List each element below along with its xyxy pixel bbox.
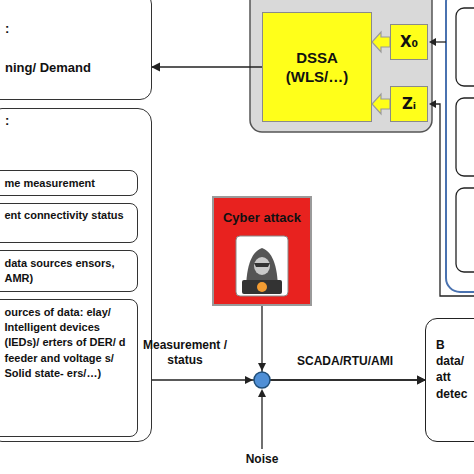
node-text: Zᵢ <box>402 95 416 113</box>
connector-arrow <box>152 66 262 67</box>
panel-box <box>456 8 474 86</box>
arrow-head <box>245 376 253 384</box>
dssa-container <box>250 0 432 132</box>
source-box: data sources ensors, AMR) <box>0 250 138 292</box>
node-text: B data/ att detec <box>436 337 467 402</box>
detection-box: B data/ att detec <box>425 318 474 442</box>
node-text: data sources ensors, AMR) <box>5 256 131 287</box>
source-box: ent connectivity status <box>0 203 138 243</box>
data-sources-panel: : me measurement ent connectivity status da… <box>0 108 152 442</box>
noise-line <box>261 396 262 449</box>
arrow-head <box>258 363 266 371</box>
source-box: me measurement <box>0 170 138 196</box>
feedback-line <box>434 104 474 296</box>
node-text: DSSA (WLS/…) <box>286 48 348 87</box>
signal-label: Measurement / status <box>135 338 235 368</box>
hacker-hood <box>246 248 278 292</box>
state-input-box: X₀ <box>390 24 428 60</box>
output-box: : ning/ Demand <box>0 0 152 100</box>
node-text: : <box>5 21 145 36</box>
node-text: ources of data: elay/ Intelligent device… <box>5 305 131 382</box>
input-panel <box>446 0 474 292</box>
hacker-icon <box>236 236 288 296</box>
arrow-head <box>429 100 436 108</box>
laptop-logo <box>257 282 267 292</box>
block-arrow <box>372 94 390 114</box>
node-text: Cyber attack <box>218 210 306 225</box>
panel-box <box>456 188 474 272</box>
laptop <box>242 280 282 294</box>
connector-arrow <box>262 306 425 380</box>
node-text: X₀ <box>400 33 418 51</box>
node-text: ent connectivity status <box>5 208 131 223</box>
input-label: Noise <box>237 452 287 467</box>
panel-box <box>456 98 474 176</box>
arrow-head <box>429 38 436 46</box>
signal-label: SCADA/RTU/AMI <box>285 354 405 369</box>
node-text: : <box>5 113 145 128</box>
arrow-head <box>258 389 266 397</box>
block-arrow <box>372 32 390 52</box>
source-box: ources of data: elay/ Intelligent device… <box>0 299 138 437</box>
hacker-face <box>254 257 270 275</box>
measurement-input-box: Zᵢ <box>390 86 428 122</box>
attack-box: Cyber attack <box>212 196 312 306</box>
summing-junction <box>254 372 270 388</box>
dssa-box: DSSA (WLS/…) <box>262 12 372 122</box>
hacker-glasses <box>254 263 270 267</box>
node-text: me measurement <box>5 176 131 191</box>
node-body: ning/ Demand <box>5 60 145 75</box>
